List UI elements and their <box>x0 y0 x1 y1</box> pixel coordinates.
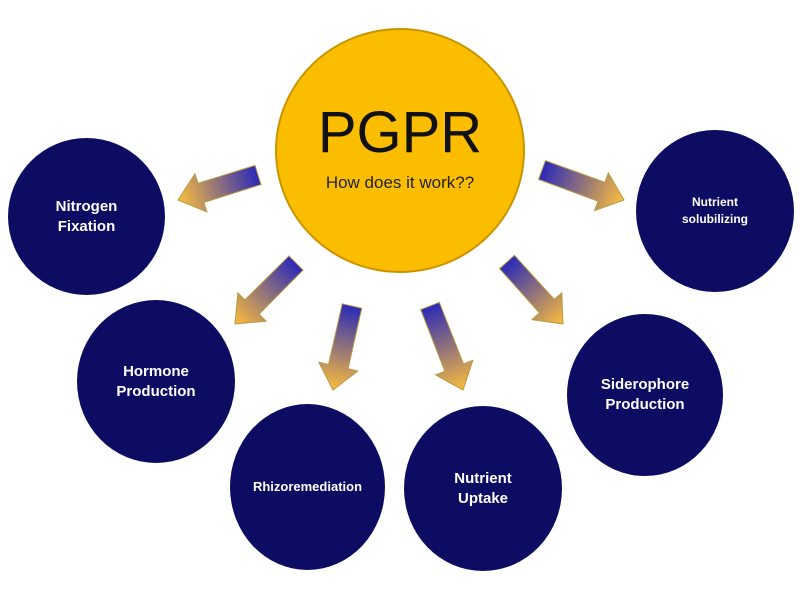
node-label-line1: Hormone <box>123 362 189 380</box>
arrow-to-hormone-production <box>234 255 304 325</box>
arrow-to-nutrient-solubilizing <box>537 159 625 212</box>
arrow-to-rhizoremediation <box>317 303 363 391</box>
hub-circle: PGPR How does it work?? <box>275 28 525 273</box>
node-label-line1: Nitrogen <box>55 197 118 215</box>
node-label-line2: solubilizing <box>682 212 748 226</box>
node-label-line2: Uptake <box>457 489 509 507</box>
hub-subtitle: How does it work?? <box>325 172 475 192</box>
node-label-line2: Production <box>116 382 196 400</box>
node-rhizoremediation: Rhizoremediation <box>230 404 385 570</box>
node-label-line1: Nutrient <box>454 469 512 487</box>
hub-title: PGPR <box>317 99 483 165</box>
node-nutrient-solubilizing: Nutrient solubilizing <box>636 130 794 292</box>
node-hormone-production: Hormone Production <box>77 300 235 463</box>
arrow-to-nutrient-uptake <box>420 301 474 391</box>
node-siderophore-production: Siderophore Production <box>567 314 723 476</box>
node-label-line1: Rhizoremediation <box>252 479 363 494</box>
node-nitrogen-fixation: Nitrogen Fixation <box>8 138 165 295</box>
node-label-line1: Nutrient <box>692 195 738 209</box>
arrow-to-siderophore-production <box>498 254 564 325</box>
node-nutrient-uptake: Nutrient Uptake <box>404 406 562 571</box>
node-label-line2: Fixation <box>57 217 116 235</box>
node-label-line1: Siderophore <box>600 376 690 393</box>
arrow-to-nitrogen-fixation <box>177 164 262 213</box>
node-label-line2: Production <box>605 396 685 413</box>
